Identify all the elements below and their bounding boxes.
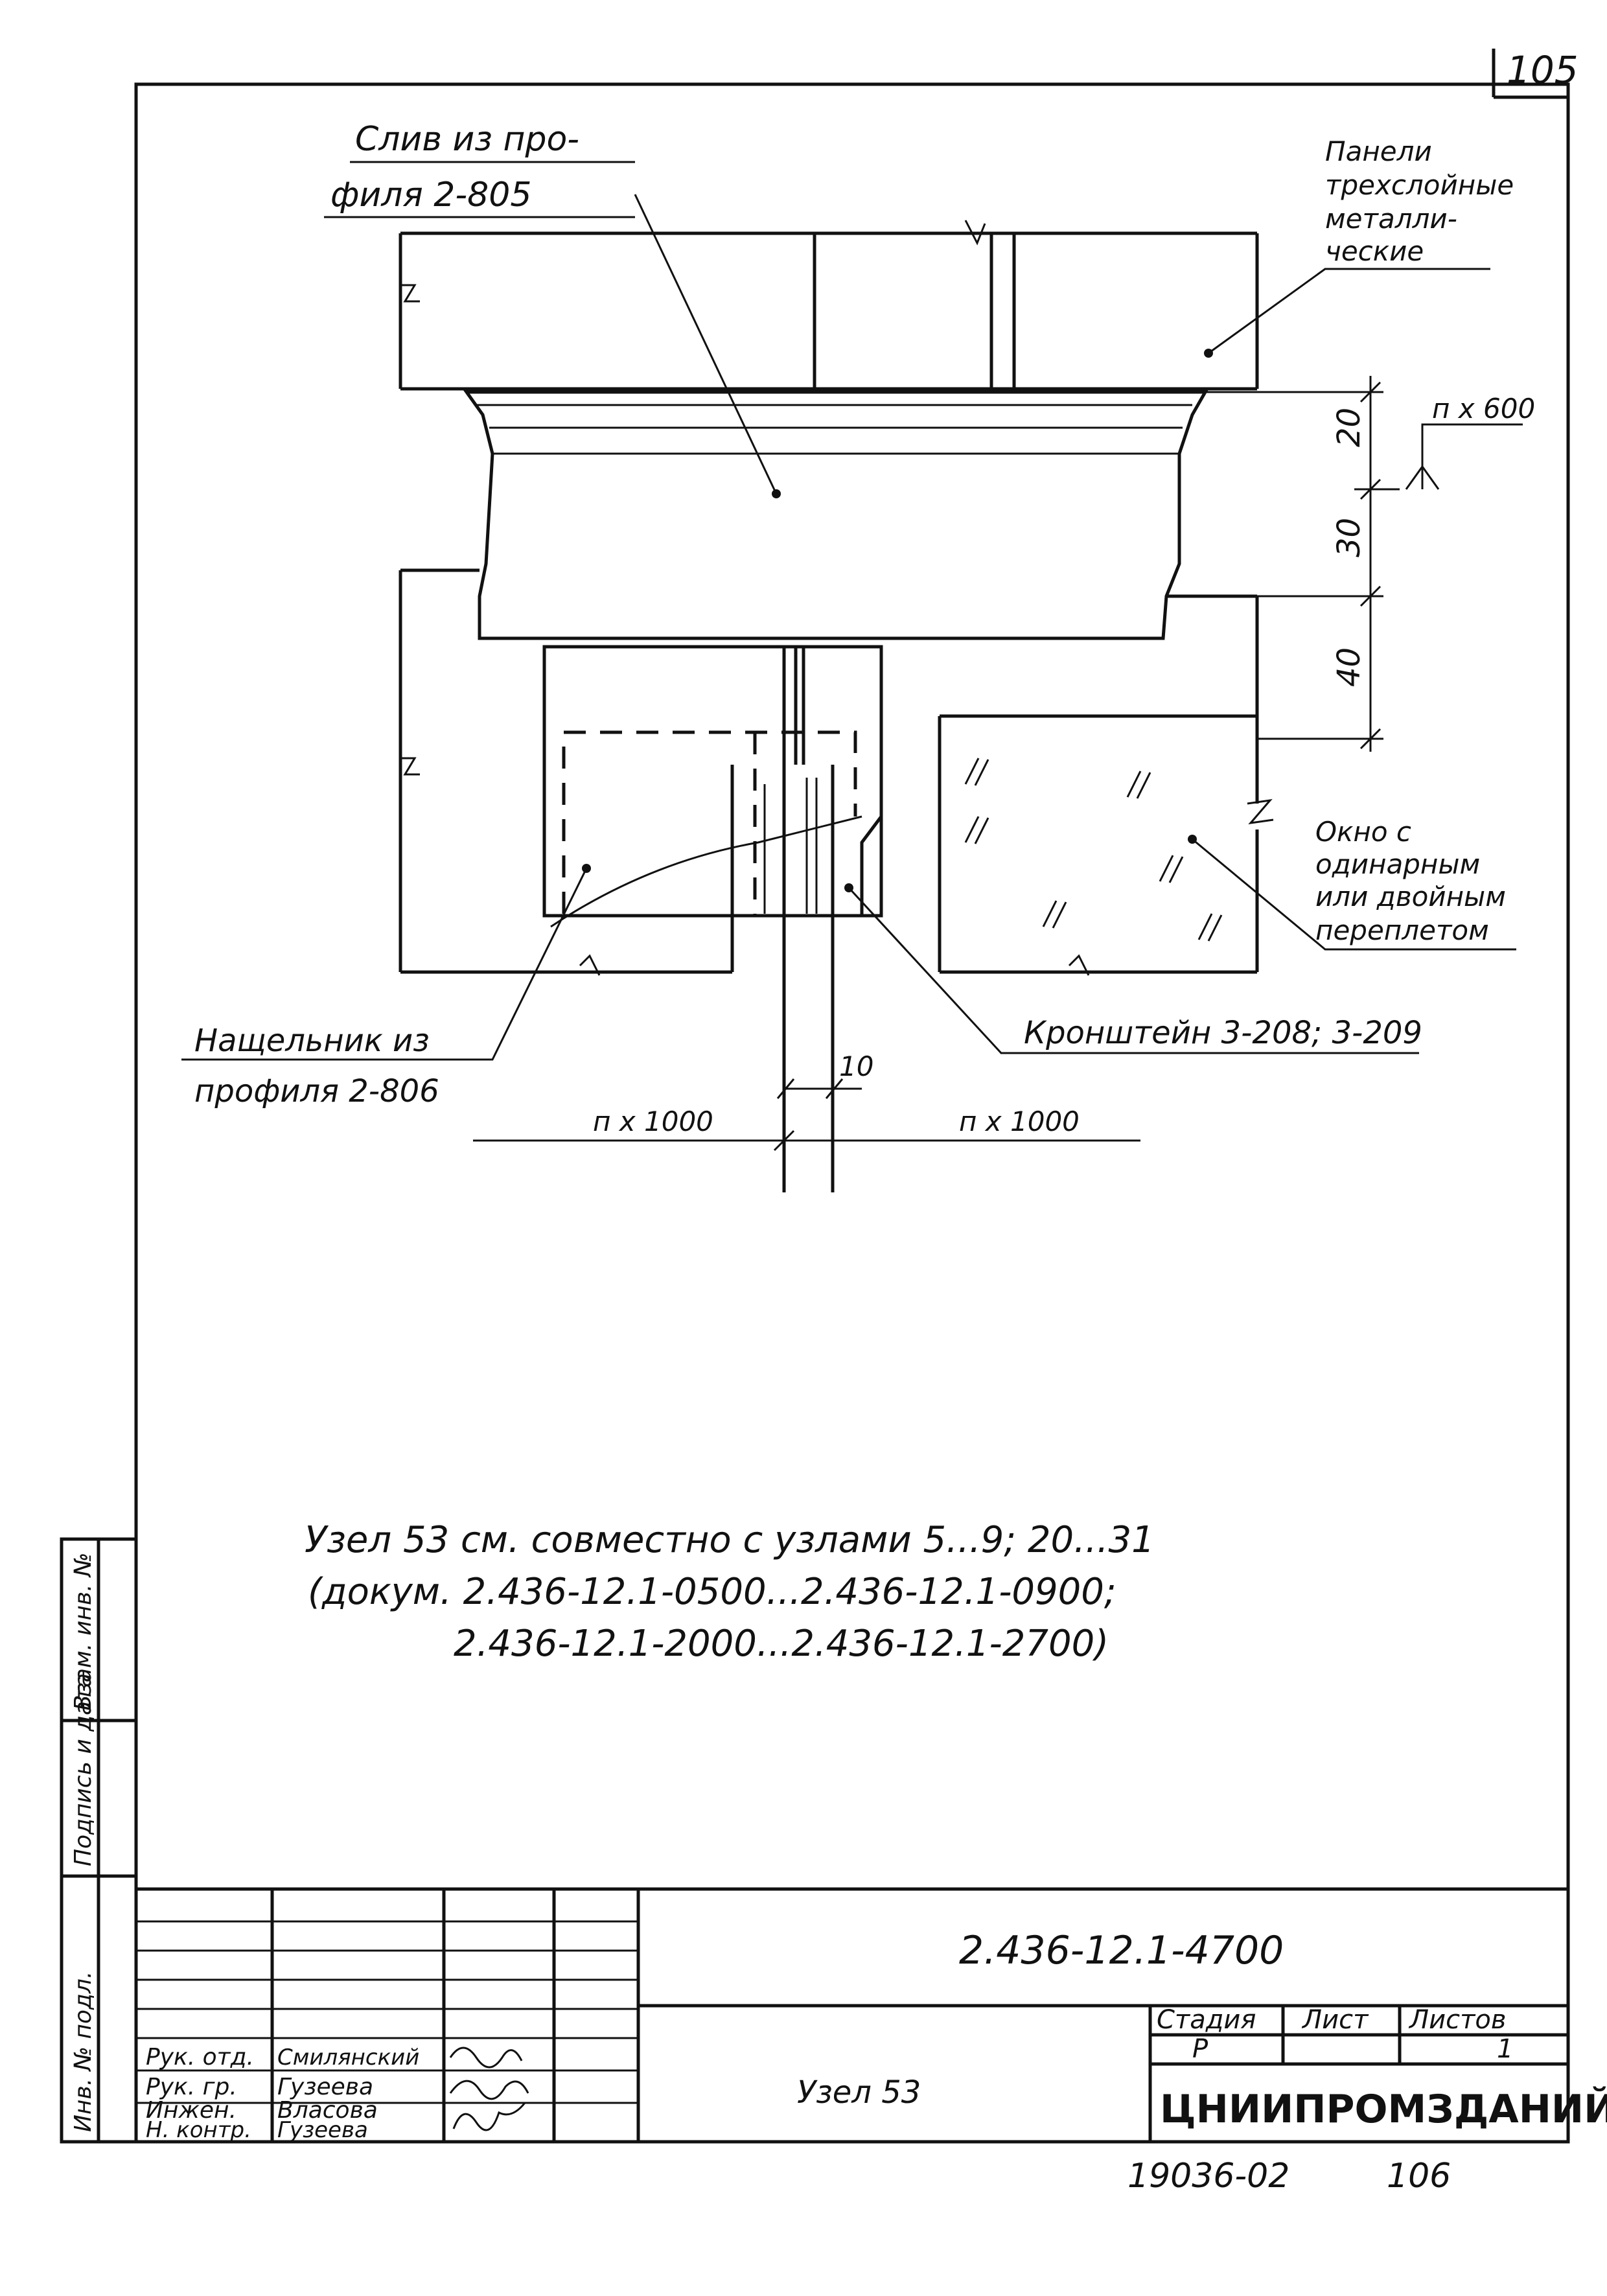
window-callout-line3: или двойным: [1315, 881, 1506, 912]
vertical-dimensions: 20 30 40 п х 600: [1179, 376, 1535, 752]
note-line3: 2.436-12.1-2000...2.436-12.1-2700): [454, 1623, 1109, 1665]
sheet-label: Лист: [1301, 2005, 1369, 2035]
title: Узел 53: [797, 2074, 921, 2111]
role-4: Н. контр.: [146, 2117, 251, 2143]
bracket-leader: [848, 887, 1419, 1054]
window-callout-line2: одинарным: [1315, 848, 1480, 880]
panels-callout-line3: металли-: [1325, 203, 1457, 235]
dim-10: 10: [839, 1050, 873, 1082]
window-callout-line4: переплетом: [1315, 914, 1489, 946]
panels-callout-line4: ческие: [1325, 235, 1424, 267]
page-number: 106: [1387, 2157, 1451, 2196]
stage-value: Р: [1192, 2034, 1208, 2064]
break-mark-left: [400, 757, 420, 776]
dim-n1000-right: п х 1000: [959, 1106, 1080, 1137]
archive-number: 19036-02: [1127, 2157, 1289, 2196]
dim-20: 20: [1331, 408, 1367, 447]
window-callout-line1: Окно с: [1315, 816, 1411, 848]
dim-n600: п х 600: [1432, 393, 1535, 424]
role-1: Рук. отд.: [146, 2044, 254, 2070]
glass-hatching: [964, 758, 1223, 942]
note-line2: (докум. 2.436-12.1-0500...2.436-12.1-090…: [308, 1571, 1116, 1613]
sheet-frame: 105: [134, 48, 1578, 2144]
assembly-note: Узел 53 см. совместно с узлами 5...9; 20…: [305, 1519, 1155, 1665]
drip-callout-line1: Слив из про-: [355, 120, 579, 159]
sheets-label: Листов: [1408, 2005, 1506, 2035]
name-1: Смилянский: [277, 2045, 419, 2070]
organization: ЦНИИПРОМЗДАНИЙ: [1160, 2085, 1607, 2132]
dim-40: 40: [1331, 647, 1367, 687]
panel-leader: [1208, 268, 1490, 354]
break-mark-top: [964, 220, 986, 246]
wall-panels: [399, 220, 1259, 391]
sheets-value: 1: [1497, 2034, 1513, 2064]
break-mark-window: [1247, 798, 1274, 825]
outer-frame: [134, 82, 1570, 2144]
stamp-sign-date: Подпись и дата: [70, 1673, 97, 1866]
dim-30: 30: [1331, 518, 1367, 557]
stamp-inv-orig: Инв. № подл.: [70, 1971, 97, 2132]
header-callout-line2: профиля 2-806: [194, 1073, 439, 1109]
signatures: [449, 2047, 529, 2131]
dim-n1000-left: п х 1000: [593, 1106, 713, 1137]
drip-profile: [463, 194, 1208, 640]
header-callout-line1: Нащельник из: [194, 1023, 430, 1059]
panels-callout-line2: трехслойные: [1325, 169, 1514, 201]
horizontal-dimensions: 10 п х 1000 п х 1000: [473, 1037, 1140, 1192]
sheet-number: 105: [1507, 48, 1578, 92]
name-3: Власова: [277, 2097, 378, 2124]
break-mark-window-bottom: [1068, 954, 1090, 976]
break-mark-bottom-left: [579, 954, 601, 976]
header-piece: [181, 645, 1419, 1192]
role-3: Инжен.: [146, 2097, 237, 2124]
drip-callout-line2: филя 2-805: [330, 176, 531, 215]
window-leader: [1192, 838, 1516, 951]
break-mark-left-top: [400, 284, 420, 303]
lower-wall: [399, 568, 1259, 976]
window: [938, 714, 1516, 976]
section-cut-curve: [550, 815, 862, 928]
bracket-callout: Кронштейн 3-208; 3-209: [1024, 1015, 1422, 1051]
callouts: Слив из про- филя 2-805 Панели трехслойн…: [194, 120, 1514, 1109]
role-2: Рук. гр.: [146, 2074, 237, 2100]
name-4: Гузеева: [277, 2117, 368, 2143]
stamp-replace-inv: Взам. инв. №: [70, 1553, 97, 1711]
level-marker: [1405, 423, 1523, 490]
name-2: Гузеева: [277, 2074, 373, 2100]
drip-leader: [634, 194, 778, 494]
panels-callout-line1: Панели: [1325, 135, 1432, 167]
doc-code: 2.436-12.1-4700: [959, 1928, 1284, 1973]
title-block: 2.436-12.1-4700 Узел 53 Стадия Лист Лист…: [136, 1887, 1607, 2143]
header-leader: [181, 868, 588, 1061]
stage-label: Стадия: [1157, 2005, 1256, 2035]
note-line1: Узел 53 см. совместно с узлами 5...9; 20…: [305, 1519, 1155, 1561]
side-stamp: Взам. инв. № Подпись и дата Инв. № подл.: [60, 1537, 138, 2144]
